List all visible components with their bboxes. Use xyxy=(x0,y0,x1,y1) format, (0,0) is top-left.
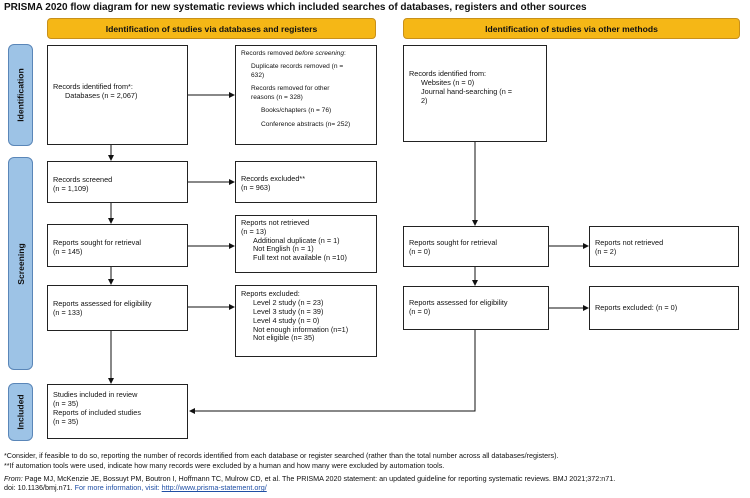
level-4-study-count: Level 4 study (n = 0) xyxy=(253,315,320,325)
records-identified-other-box: Records identified from: Websites (n = 0… xyxy=(403,45,547,142)
hand-searching-count: Journal hand-searching (n = xyxy=(421,86,513,96)
records-excluded-box: Records excluded** (n = 963) xyxy=(235,161,377,203)
records-removed-box: Records removed before screening: Duplic… xyxy=(235,45,377,145)
reports-not-retrieved-label: Reports not retrieved xyxy=(241,218,310,227)
records-excluded-count: (n = 963) xyxy=(241,183,271,193)
banner-other-methods: Identification of studies via other meth… xyxy=(403,18,740,39)
level-3-study-count: Level 3 study (n = 39) xyxy=(253,306,324,316)
not-eligible-count: Not eligible (n= 35) xyxy=(253,333,315,343)
banner-databases-label: Identification of studies via databases … xyxy=(105,23,318,34)
citation: From: Page MJ, McKenzie JE, Bossuyt PM, … xyxy=(4,474,744,493)
records-identified-databases-box: Records identified from*: Databases (n =… xyxy=(47,45,188,145)
reports-assessed-box: Reports assessed for eligibility (n = 13… xyxy=(47,285,188,331)
records-screened-count: (n = 1,109) xyxy=(53,184,89,194)
footnote-2: **If automation tools were used, indicat… xyxy=(4,461,445,470)
records-excluded-label: Records excluded** xyxy=(241,174,306,183)
reports-excluded-other-label: Reports excluded: (n = 0) xyxy=(595,303,678,312)
banner-databases: Identification of studies via databases … xyxy=(47,18,376,39)
page-title: PRISMA 2020 flow diagram for new systema… xyxy=(4,2,587,13)
reports-not-retrieved-other-count: (n = 2) xyxy=(595,247,617,257)
reports-not-retrieved-other-label: Reports not retrieved xyxy=(595,238,664,247)
records-removed-heading: Records removed before screening: xyxy=(241,50,346,57)
reports-assessed-other-box: Reports assessed for eligibility (n = 0) xyxy=(403,286,549,330)
records-identified-other-heading: Records identified from: xyxy=(409,69,487,78)
reports-not-retrieved-other-box: Reports not retrieved (n = 2) xyxy=(589,226,739,267)
reports-assessed-other-count: (n = 0) xyxy=(409,307,431,317)
reports-sought-other-count: (n = 0) xyxy=(409,247,431,257)
reports-excluded-other-box: Reports excluded: (n = 0) xyxy=(589,286,739,330)
reports-assessed-other-label: Reports assessed for eligibility xyxy=(409,298,508,307)
reports-excluded-box: Reports excluded: Level 2 study (n = 23)… xyxy=(235,285,377,357)
other-reasons-removed: Records removed for other xyxy=(251,85,330,93)
records-screened-box: Records screened (n = 1,109) xyxy=(47,161,188,203)
citation-from-label: From: xyxy=(4,474,23,483)
reports-included-label: Reports of included studies xyxy=(53,407,142,417)
prisma-statement-link[interactable]: http://www.prisma-statement.org/ xyxy=(161,483,267,493)
reports-sought-label: Reports sought for retrieval xyxy=(53,238,142,247)
reports-assessed-label: Reports assessed for eligibility xyxy=(53,299,152,308)
reports-sought-other-label: Reports sought for retrieval xyxy=(409,238,498,247)
phase-included: Included xyxy=(8,383,33,441)
arrow-assessed-other-to-included xyxy=(189,330,476,414)
citation-doi: doi: 10.1136/bmj.n71. xyxy=(4,483,75,493)
full-text-not-available-count: Full text not available (n =10) xyxy=(253,253,347,262)
databases-count: Databases (n = 2,067) xyxy=(65,91,138,101)
studies-included-count: (n = 35) xyxy=(53,398,79,408)
not-english-count: Not English (n = 1) xyxy=(253,244,314,254)
reports-included-count: (n = 35) xyxy=(53,416,79,426)
phase-screening: Screening xyxy=(8,157,33,370)
reports-not-retrieved-box: Reports not retrieved (n = 13) Additiona… xyxy=(235,215,377,273)
not-enough-information-count: Not enough information (n=1) xyxy=(253,324,349,334)
footnote-1: *Consider, if feasible to do so, reporti… xyxy=(4,451,559,460)
phase-identification: Identification xyxy=(8,44,33,146)
reports-assessed-count: (n = 133) xyxy=(53,308,83,318)
reports-sought-box: Reports sought for retrieval (n = 145) xyxy=(47,224,188,267)
other-reasons-removed-count: reasons (n = 328) xyxy=(251,93,303,101)
reports-excluded-label: Reports excluded: xyxy=(241,289,300,298)
additional-duplicate-count: Additional duplicate (n = 1) xyxy=(253,235,340,245)
records-screened-label: Records screened xyxy=(53,175,113,184)
level-2-study-count: Level 2 study (n = 23) xyxy=(253,297,324,307)
reports-not-retrieved-count: (n = 13) xyxy=(241,226,267,236)
hand-searching-count-cont: 2) xyxy=(421,95,428,105)
more-info-text: For more information, visit: xyxy=(74,483,162,493)
reports-sought-count: (n = 145) xyxy=(53,247,83,257)
conference-abstracts-removed: Conference abstracts (n= 252) xyxy=(261,120,351,128)
duplicates-removed-count: 632) xyxy=(251,71,265,79)
studies-included-label: Studies included in review xyxy=(53,390,138,399)
duplicates-removed: Duplicate records removed (n = xyxy=(251,63,344,71)
studies-included-box: Studies included in review (n = 35) Repo… xyxy=(47,384,188,439)
citation-text: Page MJ, McKenzie JE, Bossuyt PM, Boutro… xyxy=(22,474,616,483)
books-chapters-removed: Books/chapters (n = 76) xyxy=(261,107,332,115)
records-identified-heading: Records identified from*: xyxy=(53,82,133,91)
websites-count: Websites (n = 0) xyxy=(421,77,475,87)
banner-other-label: Identification of studies via other meth… xyxy=(485,23,658,34)
reports-sought-other-box: Reports sought for retrieval (n = 0) xyxy=(403,226,549,267)
